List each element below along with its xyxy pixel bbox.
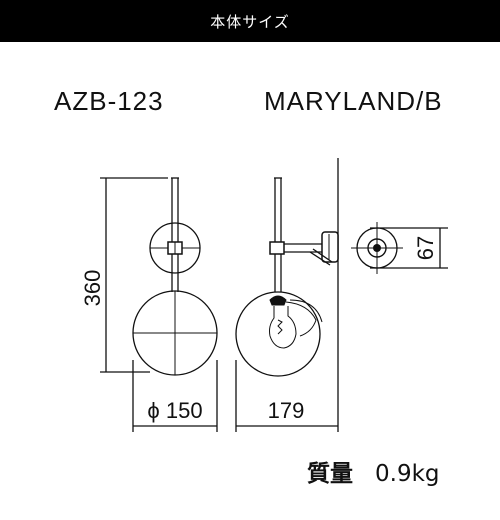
side-view — [235, 158, 339, 432]
diameter-dimension: ϕ 150 — [132, 360, 218, 432]
weight-value: 0.9kg — [375, 461, 440, 487]
height-value: 360 — [80, 270, 105, 307]
weight-label: 質量 — [307, 461, 353, 487]
depth-dimension: 179 — [235, 360, 338, 432]
diameter-value: ϕ 150 — [147, 398, 202, 423]
header-title: 本体サイズ — [210, 12, 290, 31]
weight-spec: 質量 0.9kg — [307, 454, 440, 488]
model-code: AZB-123 — [54, 86, 164, 116]
base-plate-view: 67 — [351, 222, 448, 274]
product-name: MARYLAND/B — [264, 86, 443, 116]
header-bar: 本体サイズ — [0, 0, 500, 42]
front-view — [132, 177, 218, 376]
height-dimension: 360 — [80, 177, 168, 373]
base-size-value: 67 — [413, 236, 438, 260]
depth-value: 179 — [268, 398, 305, 423]
